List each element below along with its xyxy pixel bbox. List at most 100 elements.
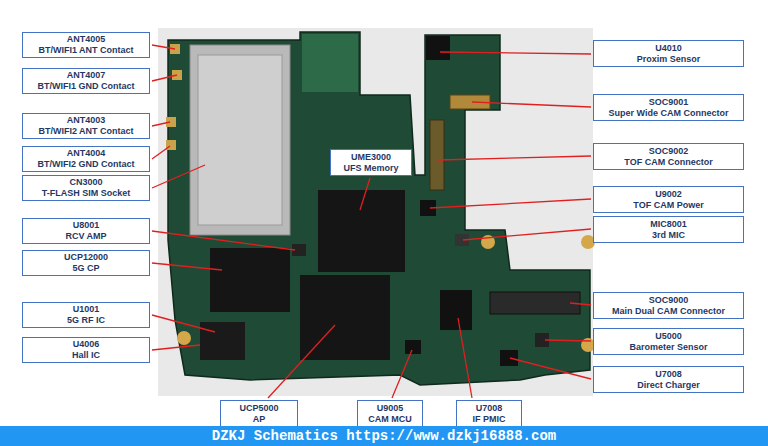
board-area (302, 34, 358, 92)
leader-line (510, 358, 591, 379)
mcu-chip (405, 340, 421, 354)
callout-box: SOC9002TOF CAM Connector (593, 143, 744, 170)
leader-line (440, 52, 591, 54)
watermark-text: DZKJ Schematics https://www.dzkj16888.co… (212, 428, 556, 444)
callout-box: ANT4007BT/WIFI1 GND Contact (22, 68, 150, 94)
part-number: SOC9000 (649, 295, 689, 306)
leader-line (268, 325, 335, 398)
leader-line (360, 178, 370, 210)
part-description: UFS Memory (343, 163, 398, 174)
part-description: RCV AMP (65, 231, 106, 242)
leader-line (152, 75, 177, 81)
part-number: U8001 (73, 220, 100, 231)
callout-box: U5000Barometer Sensor (593, 328, 744, 355)
part-number: CN3000 (69, 177, 102, 188)
callout-box: U4010Proxim Sensor (593, 40, 744, 67)
part-description: 5G RF IC (67, 315, 105, 326)
part-description: CAM MCU (368, 414, 412, 425)
part-description: AP (253, 414, 266, 425)
callout-box: SOC9000Main Dual CAM Connector (593, 292, 744, 319)
mounting-pad (177, 331, 191, 345)
pmic-chip (440, 290, 472, 330)
leader-line (472, 102, 591, 107)
leader-line (152, 315, 215, 332)
leader-line (152, 45, 175, 49)
part-description: BT/WIFI1 GND Contact (38, 81, 135, 92)
callout-box: CN3000T-FLASH SIM Socket (22, 175, 150, 201)
part-description: Main Dual CAM Connector (612, 306, 725, 317)
sim-socket-inner (198, 55, 282, 225)
part-description: BT/WIFI2 ANT Contact (38, 126, 133, 137)
leader-line (152, 146, 170, 159)
part-description: BT/WIFI1 ANT Contact (38, 45, 133, 56)
part-number: MIC8001 (650, 219, 687, 230)
part-number: UCP12000 (64, 252, 108, 263)
part-description: Proxim Sensor (637, 54, 701, 65)
proximity-sensor (426, 36, 450, 60)
callout-box: U9002TOF CAM Power (593, 186, 744, 213)
part-description: Super Wide CAM Connector (609, 108, 729, 119)
callout-box: ANT4003BT/WIFI2 ANT Contact (22, 113, 150, 139)
part-number: ANT4004 (67, 148, 106, 159)
callout-box: UCP120005G CP (22, 250, 150, 276)
callout-box: ANT4005BT/WIFI1 ANT Contact (22, 32, 150, 58)
leader-line (152, 345, 200, 350)
leader-line (570, 303, 591, 305)
part-number: UCP5000 (239, 403, 278, 414)
leader-lines (152, 45, 591, 398)
callout-box: UCP5000AP (220, 400, 298, 427)
callout-box: U7008IF PMIC (456, 400, 522, 427)
callout-box: U10015G RF IC (22, 302, 150, 328)
part-number: SOC9001 (649, 97, 689, 108)
part-number: UME3000 (351, 152, 391, 163)
leader-line (392, 350, 412, 398)
part-number: U4006 (73, 339, 100, 350)
leader-line (152, 231, 295, 250)
connector (490, 292, 580, 314)
callout-box: ANT4004BT/WIFI2 GND Contact (22, 146, 150, 172)
part-description: 5G CP (72, 263, 99, 274)
part-description: Direct Charger (637, 380, 700, 391)
ufs-chip (318, 190, 405, 272)
leader-line (152, 263, 222, 270)
part-description: T-FLASH SIM Socket (42, 188, 131, 199)
leader-line (152, 122, 170, 126)
leader-line (438, 156, 591, 160)
part-number: ANT4003 (67, 115, 106, 126)
part-number: U1001 (73, 304, 100, 315)
part-description: IF PMIC (473, 414, 506, 425)
footer-band: DZKJ Schematics https://www.dzkj16888.co… (0, 426, 768, 446)
callout-box: U7008Direct Charger (593, 366, 744, 393)
callout-box: MIC80013rd MIC (593, 216, 744, 243)
callout-box: SOC9001Super Wide CAM Connector (593, 94, 744, 121)
sim-socket (190, 45, 290, 235)
photo-ground (158, 28, 593, 396)
leader-line (152, 165, 205, 188)
rf-chip (200, 322, 245, 360)
ap-chip (300, 275, 390, 360)
part-number: ANT4007 (67, 70, 106, 81)
part-description: TOF CAM Power (633, 200, 703, 211)
part-number: ANT4005 (67, 34, 106, 45)
callout-box: U4006Hall IC (22, 337, 150, 363)
part-number: U4010 (655, 43, 682, 54)
leader-line (545, 340, 591, 341)
part-description: BT/WIFI2 GND Contact (38, 159, 135, 170)
callout-box: U8001RCV AMP (22, 218, 150, 244)
callout-box: U9005CAM MCU (357, 400, 423, 427)
cp-chip (210, 248, 290, 312)
part-number: U7008 (476, 403, 503, 414)
part-description: TOF CAM Connector (624, 157, 712, 168)
part-number: U7008 (655, 369, 682, 380)
part-number: U9002 (655, 189, 682, 200)
part-description: 3rd MIC (652, 230, 685, 241)
part-description: Hall IC (72, 350, 100, 361)
leader-line (463, 229, 591, 240)
part-number: SOC9002 (649, 146, 689, 157)
connector (430, 120, 444, 190)
part-number: U5000 (655, 331, 682, 342)
charger-chip (500, 350, 518, 366)
pcb-board (168, 32, 590, 385)
part-number: U9005 (377, 403, 404, 414)
leader-line (458, 318, 472, 398)
